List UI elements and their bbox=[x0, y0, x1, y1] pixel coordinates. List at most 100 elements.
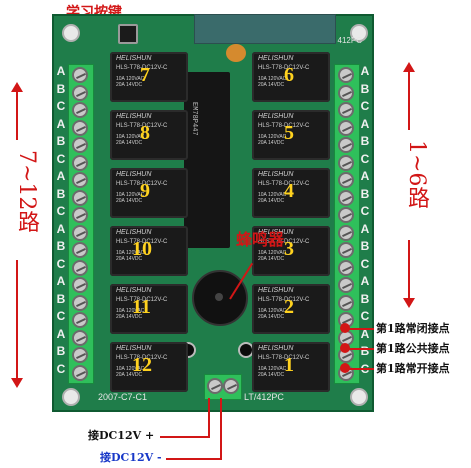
screw-terminal-icon[interactable] bbox=[338, 259, 354, 276]
relay-number: 2 bbox=[284, 296, 294, 318]
terminal-letter: A bbox=[56, 274, 66, 288]
terminal-letter: B bbox=[360, 239, 370, 253]
terminal-letter: A bbox=[56, 64, 66, 78]
relay-spec: 10A 120VAC 20A 14VDC bbox=[258, 366, 287, 378]
screw-terminal-icon[interactable] bbox=[338, 277, 354, 293]
learn-button[interactable] bbox=[118, 24, 138, 44]
screw-terminal-icon[interactable] bbox=[338, 224, 354, 241]
screw-terminal-icon[interactable] bbox=[72, 119, 88, 136]
terminal-letter: C bbox=[56, 361, 66, 376]
screw-terminal-icon[interactable] bbox=[72, 364, 88, 381]
terminal-letter: A bbox=[360, 64, 370, 78]
screw-terminal-icon[interactable] bbox=[72, 242, 88, 258]
screw-terminal-icon[interactable] bbox=[72, 172, 88, 188]
buzzer bbox=[192, 270, 248, 326]
relay-model: HLS-T78-DC12V-C bbox=[258, 355, 310, 361]
terminal-letter: B bbox=[360, 344, 370, 358]
nc-dot bbox=[340, 323, 350, 333]
power-terminal[interactable] bbox=[204, 374, 242, 400]
screw-terminal-icon[interactable] bbox=[338, 84, 354, 101]
relay-spec: 10A 120VAC 20A 14VDC bbox=[258, 134, 287, 146]
relay-brand: HELISHUN bbox=[258, 171, 294, 178]
relay-brand: HELISHUN bbox=[116, 287, 152, 294]
terminal-letter: B bbox=[360, 81, 370, 96]
neg-pointer-v bbox=[220, 398, 222, 460]
screw-terminal-icon[interactable] bbox=[72, 84, 88, 101]
terminal-letter: C bbox=[56, 309, 66, 323]
relay-number: 1 bbox=[284, 354, 294, 376]
relay-model: HLS-T78-DC12V-C bbox=[116, 297, 168, 303]
board-label-bottom-left: 2007-C7-C1 bbox=[98, 392, 148, 402]
relay-4: HELISHUN HLS-T78-DC12V-C 10A 120VAC 20A 14… bbox=[252, 168, 330, 218]
relay-spec: 10A 120VAC 20A 14VDC bbox=[258, 192, 287, 204]
no-dot bbox=[340, 363, 350, 373]
screw-terminal-icon[interactable] bbox=[338, 154, 354, 171]
relay-brand: HELISHUN bbox=[258, 345, 294, 352]
relay-number: 3 bbox=[284, 238, 294, 260]
relay-spec: 10A 120VAC 20A 14VDC bbox=[116, 192, 145, 204]
relay-model: HLS-T78-DC12V-C bbox=[116, 181, 168, 187]
relay-brand: HELISHUN bbox=[258, 287, 294, 294]
screw-terminal-icon[interactable] bbox=[72, 189, 88, 206]
chip-marking: EM78P447 bbox=[190, 102, 198, 136]
neg-pointer-h bbox=[166, 458, 222, 460]
screw-terminal-icon[interactable] bbox=[72, 207, 88, 223]
screw-terminal-icon bbox=[207, 378, 223, 394]
relay-number: 9 bbox=[140, 180, 150, 202]
board-label-top: 412PC bbox=[337, 36, 362, 45]
screw-terminal-icon[interactable] bbox=[72, 102, 88, 118]
rf-module bbox=[194, 14, 336, 44]
no-pointer bbox=[346, 368, 374, 370]
right-arrow-line-bottom bbox=[408, 240, 410, 300]
screw-terminal-icon[interactable] bbox=[338, 207, 354, 223]
power-neg-label: 接DC12V - bbox=[100, 451, 162, 464]
screw-terminal-icon[interactable] bbox=[338, 67, 354, 83]
screw-terminal-icon[interactable] bbox=[338, 102, 354, 118]
screw-terminal-icon[interactable] bbox=[338, 137, 354, 153]
relay-brand: HELISHUN bbox=[116, 55, 152, 62]
terminal-letter: A bbox=[360, 221, 370, 236]
terminal-letter: B bbox=[56, 291, 66, 306]
terminal-letter: B bbox=[56, 239, 66, 253]
relay-number: 8 bbox=[140, 122, 150, 144]
screw-terminal-icon[interactable] bbox=[72, 347, 88, 363]
screw-terminal-icon[interactable] bbox=[72, 277, 88, 293]
relay-model: HLS-T78-DC12V-C bbox=[258, 181, 310, 187]
arrow-up-icon bbox=[403, 62, 415, 72]
relay-brand: HELISHUN bbox=[258, 113, 294, 120]
relay-spec: 10A 120VAC 20A 14VDC bbox=[258, 250, 287, 262]
terminal-letter: B bbox=[360, 186, 370, 201]
antenna-coil bbox=[226, 44, 246, 62]
screw-terminal-icon[interactable] bbox=[72, 137, 88, 153]
terminal-letter: A bbox=[360, 274, 370, 288]
terminal-letter: B bbox=[56, 186, 66, 201]
right-range-label: 1~6路 bbox=[404, 140, 429, 209]
relay-model: HLS-T78-DC12V-C bbox=[116, 65, 168, 71]
relay-model: HLS-T78-DC12V-C bbox=[116, 355, 168, 361]
screw-terminal-icon[interactable] bbox=[72, 294, 88, 311]
screw-terminal-icon[interactable] bbox=[72, 154, 88, 171]
screw-terminal-icon[interactable] bbox=[338, 172, 354, 188]
relay-spec: 10A 120VAC 20A 14VDC bbox=[258, 76, 287, 88]
relay-spec: 10A 120VAC 20A 14VDC bbox=[116, 250, 145, 262]
arrow-up-icon bbox=[11, 82, 23, 92]
microcontroller-chip: EM78P447 bbox=[184, 72, 230, 248]
screw-terminal-icon[interactable] bbox=[338, 242, 354, 258]
screw-terminal-icon[interactable] bbox=[72, 259, 88, 276]
screw-terminal-icon[interactable] bbox=[72, 329, 88, 346]
screw-terminal-icon[interactable] bbox=[72, 67, 88, 83]
screw-terminal-icon[interactable] bbox=[338, 294, 354, 311]
screw-terminal-icon[interactable] bbox=[338, 119, 354, 136]
relay-brand: HELISHUN bbox=[258, 229, 294, 236]
relay-1: HELISHUN HLS-T78-DC12V-C 10A 120VAC 20A 14… bbox=[252, 342, 330, 392]
screw-terminal-icon[interactable] bbox=[72, 224, 88, 241]
screw-terminal-icon[interactable] bbox=[338, 189, 354, 206]
nc-contact-label: 第1路常闭接点 bbox=[376, 322, 450, 335]
screw-terminal-icon[interactable] bbox=[72, 312, 88, 328]
terminal-letter: C bbox=[360, 309, 370, 323]
